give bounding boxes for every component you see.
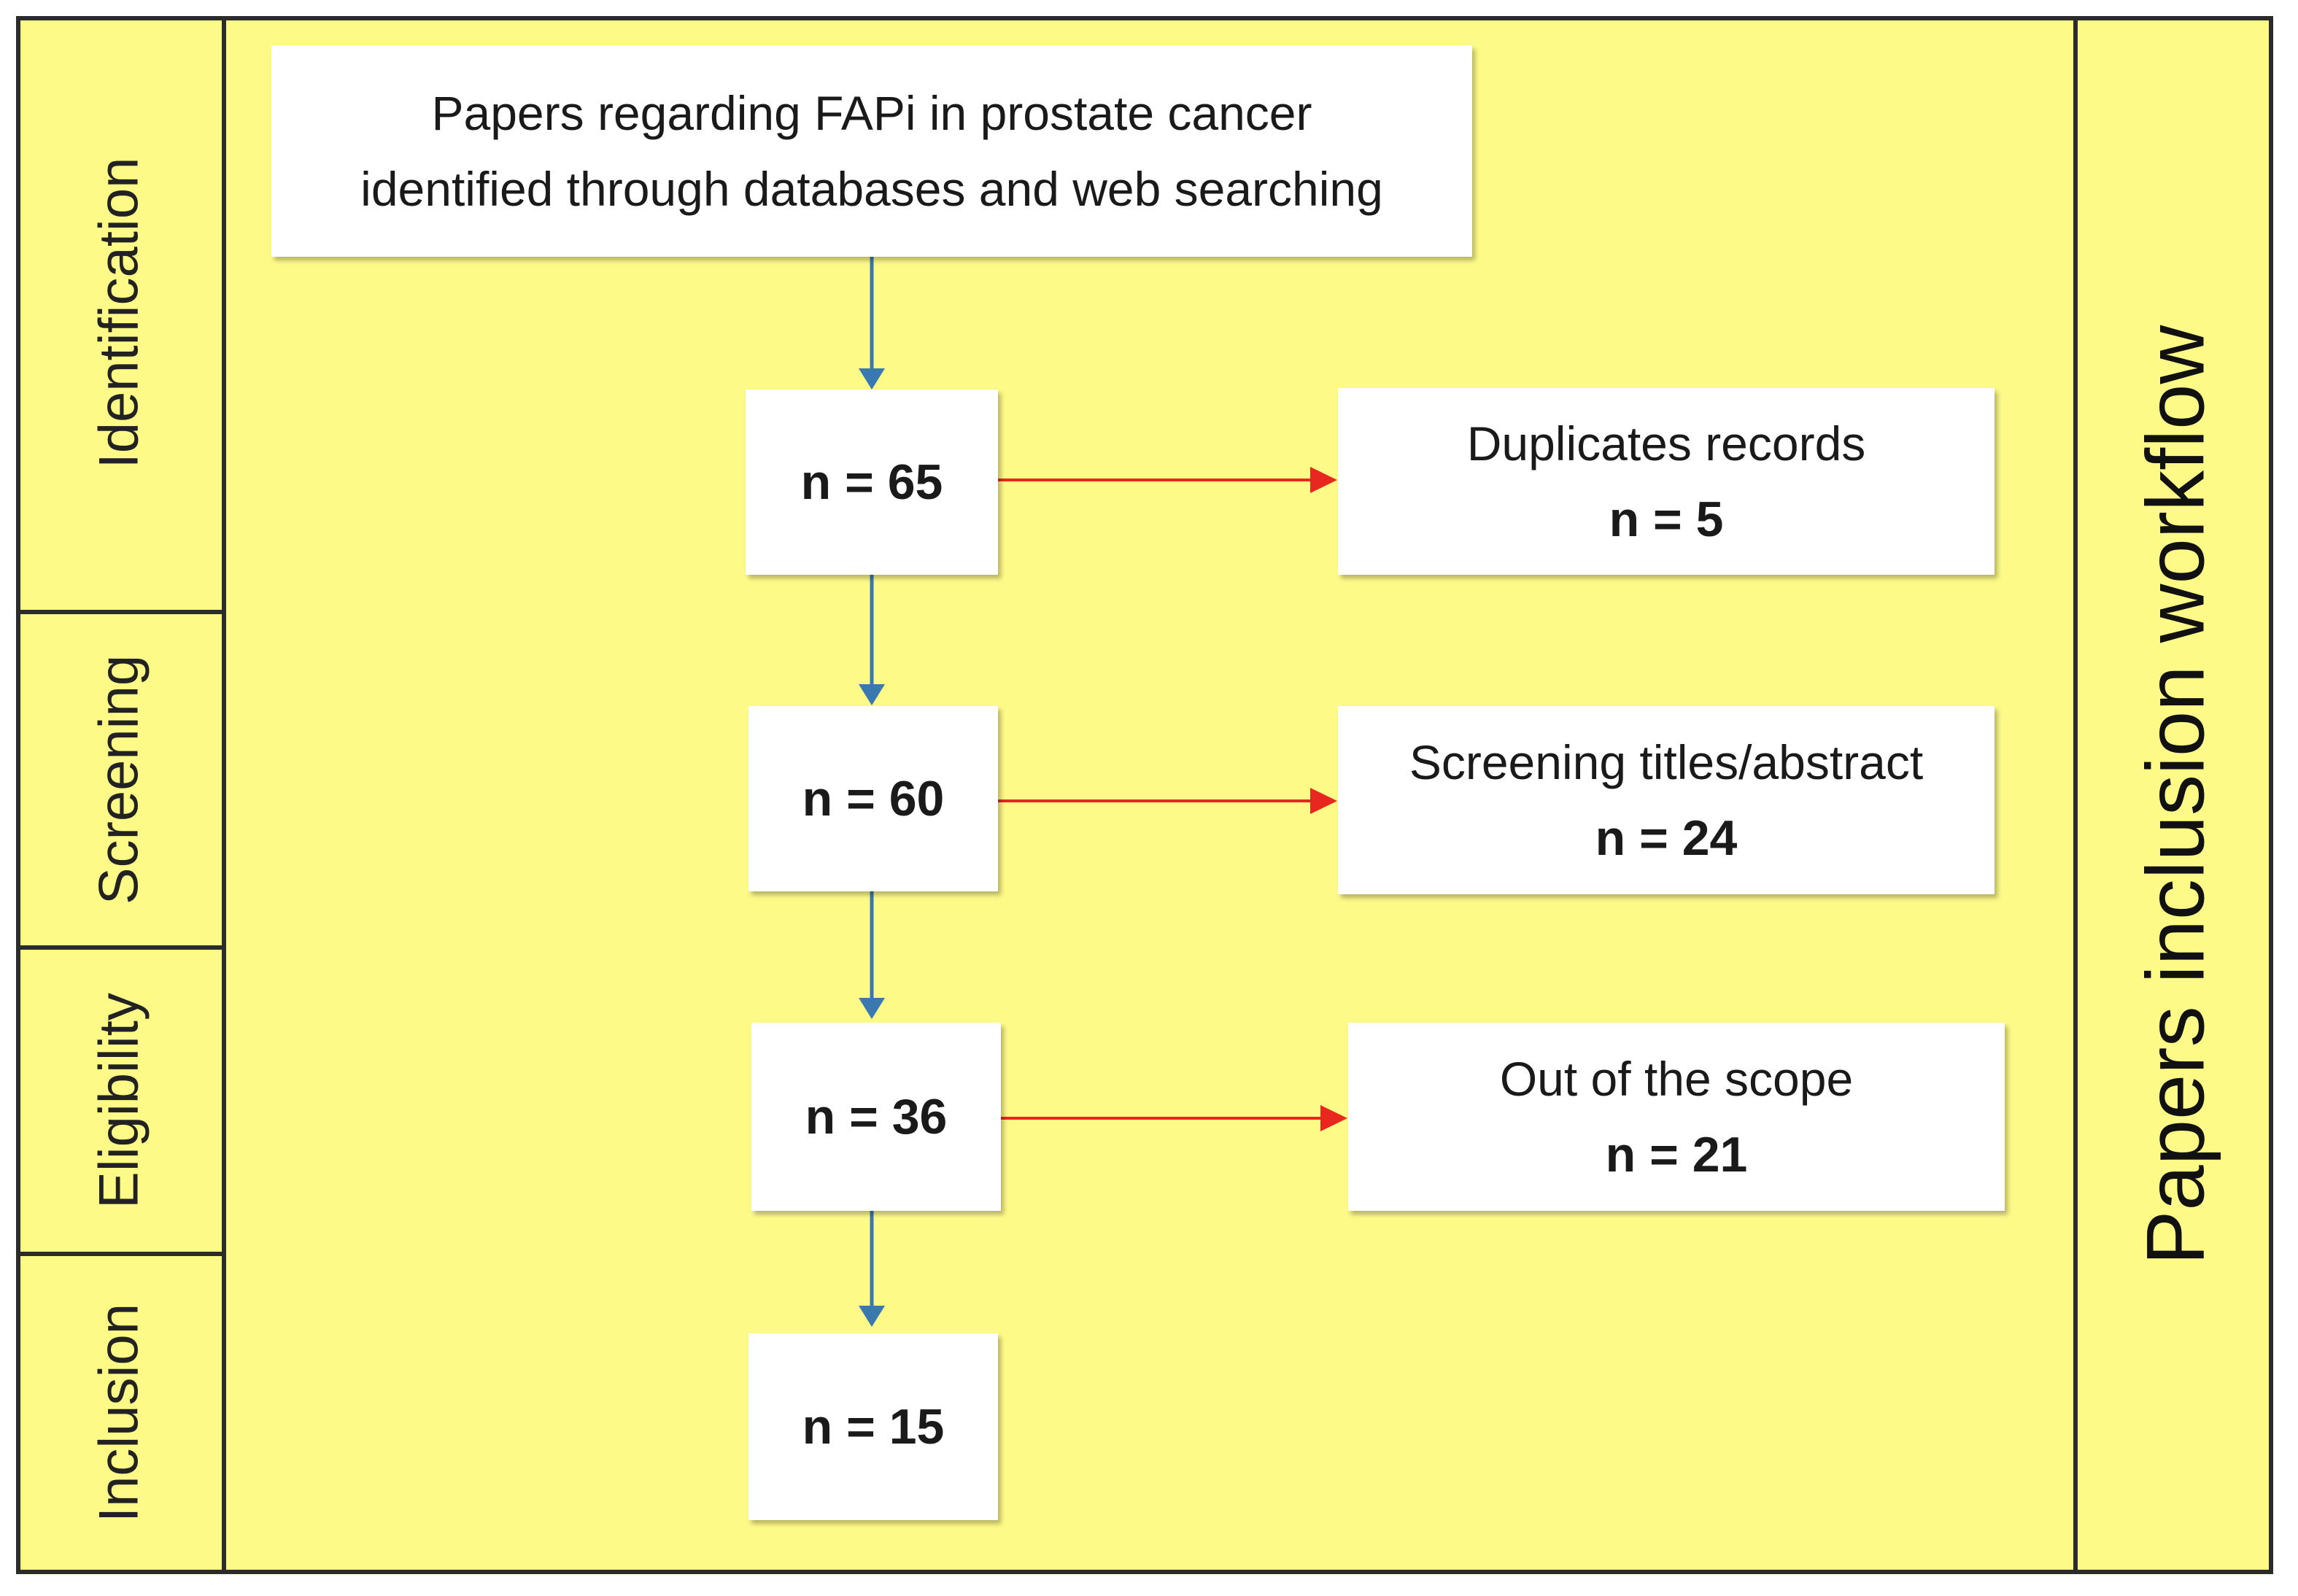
exclusion-count: n = 5	[1609, 492, 1724, 547]
stage-label: Screening	[88, 654, 150, 905]
count-box-inclusion: n = 15	[748, 1333, 998, 1520]
stage-label: Identification	[88, 157, 150, 469]
stage-label: Eligibility	[88, 993, 150, 1209]
workflow-title: Papers inclusion workflow	[2129, 325, 2221, 1266]
exclusion-count: n = 21	[1605, 1127, 1748, 1182]
stage-inclusion: Inclusion	[16, 1256, 222, 1570]
exclusion-box-duplicates: Duplicates records n = 5	[1338, 388, 1995, 575]
stage-column: Identification Screening Eligibility Inc…	[16, 16, 226, 1574]
count-box-identification: n = 65	[746, 390, 998, 575]
stage-label: Inclusion	[88, 1303, 150, 1522]
source-line-2: identified through databases and web sea…	[360, 162, 1383, 216]
exclusion-label: Out of the scope	[1499, 1052, 1854, 1106]
exclusion-box-screening: Screening titles/abstract n = 24	[1338, 706, 1995, 894]
count-value: n = 65	[800, 454, 943, 510]
exclusion-label: Duplicates records	[1466, 417, 1866, 470]
stage-eligibility: Eligibility	[16, 950, 222, 1256]
source-box: Papers regarding FAPi in prostate cancer…	[271, 45, 1472, 257]
exclusion-box-scope: Out of the scope n = 21	[1348, 1023, 2005, 1211]
count-value: n = 60	[802, 771, 945, 826]
exclusion-count: n = 24	[1595, 810, 1738, 866]
stage-identification: Identification	[16, 16, 222, 614]
count-value: n = 36	[805, 1089, 948, 1144]
count-box-screening: n = 60	[748, 706, 998, 891]
count-value: n = 15	[802, 1399, 945, 1454]
count-box-eligibility: n = 36	[751, 1023, 1001, 1211]
stage-screening: Screening	[16, 614, 222, 950]
source-line-1: Papers regarding FAPi in prostate cancer	[431, 86, 1312, 140]
workflow-title-column: Papers inclusion workflow	[2073, 16, 2273, 1574]
exclusion-label: Screening titles/abstract	[1409, 735, 1924, 789]
